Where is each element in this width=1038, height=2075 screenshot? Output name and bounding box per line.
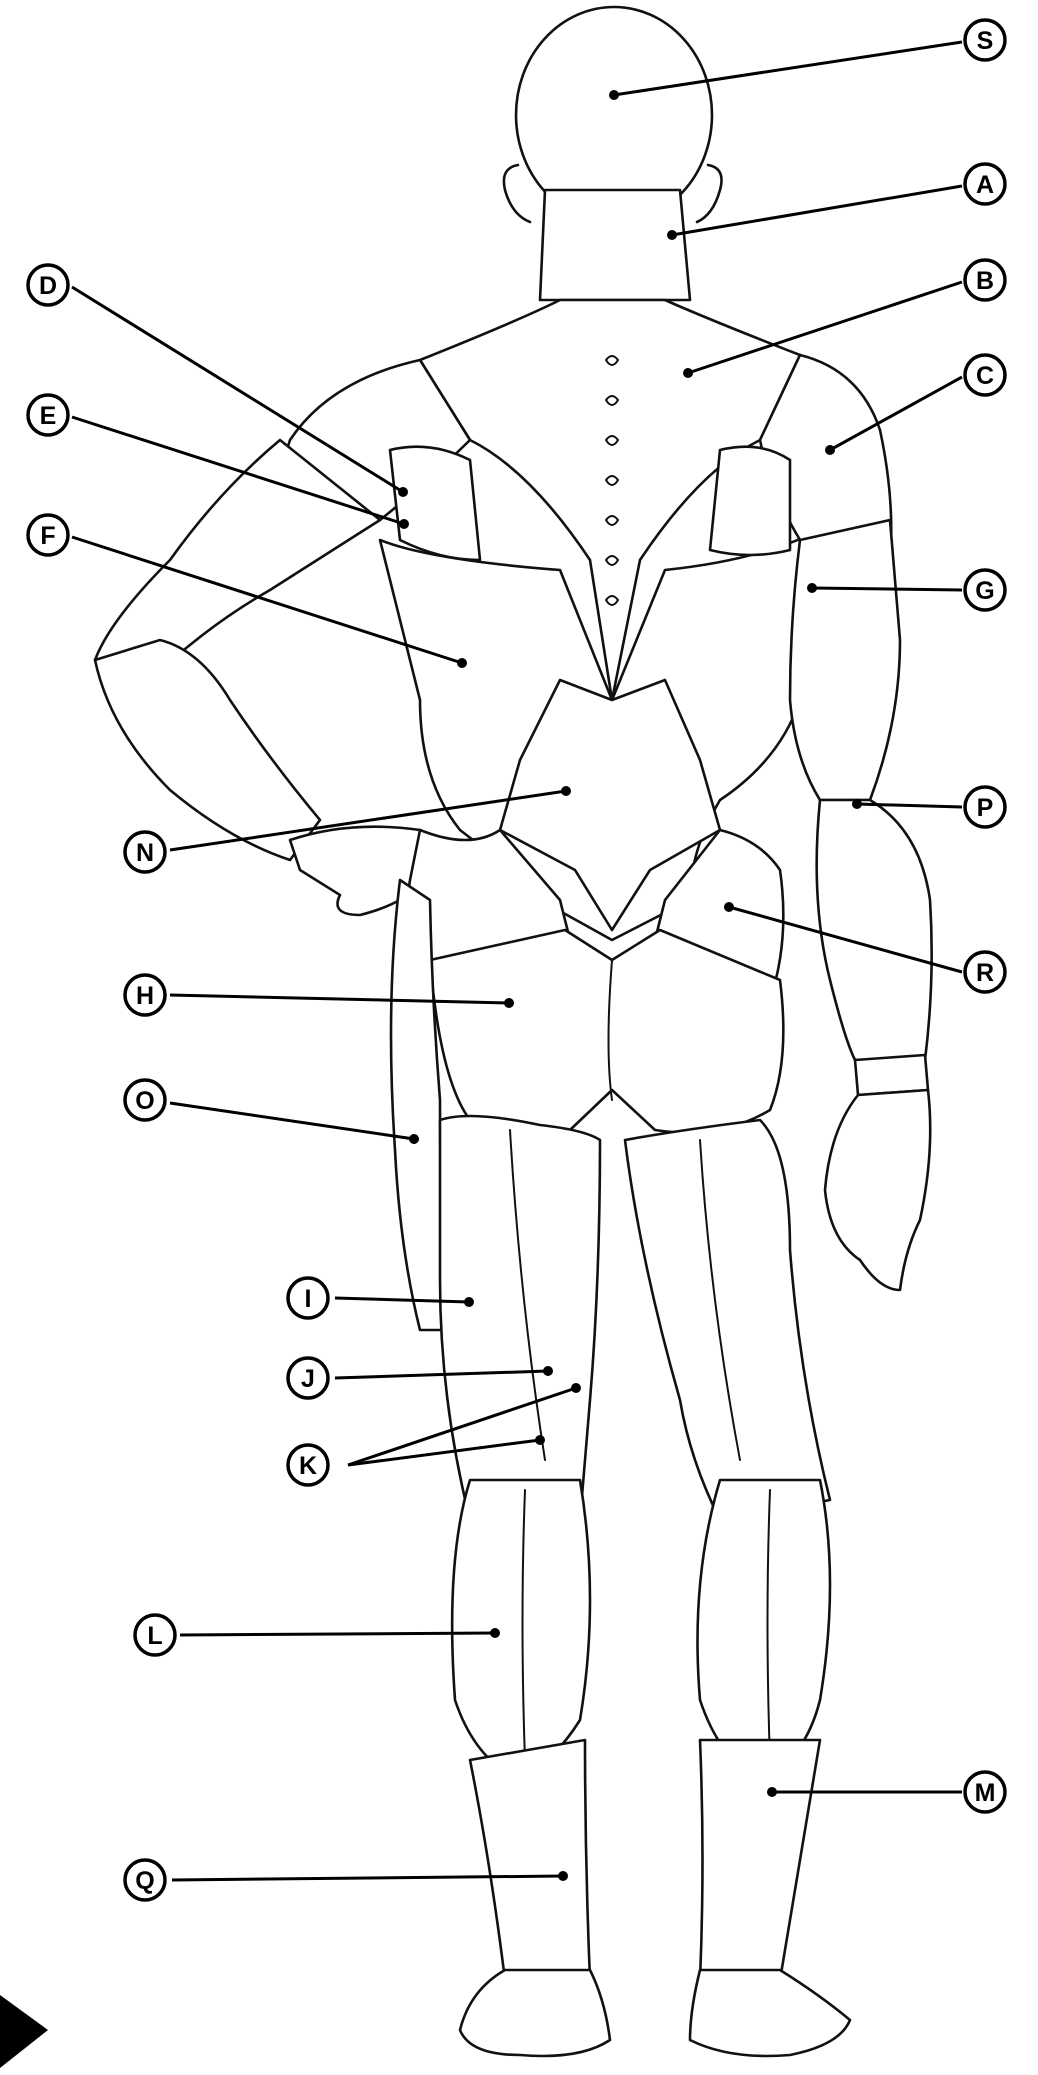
label-K: K [299, 1452, 317, 1480]
label-L: L [147, 1622, 162, 1650]
left-thigh [440, 1116, 600, 1520]
label-B: B [976, 267, 994, 295]
left-forearm [95, 640, 320, 860]
left-foot [460, 1970, 610, 2056]
label-badge-B: B [965, 260, 1005, 300]
label-E: E [40, 402, 57, 430]
label-badge-G: G [965, 570, 1005, 610]
label-badge-J: J [288, 1358, 328, 1398]
left-calf [452, 1480, 590, 1780]
label-badge-S: S [965, 20, 1005, 60]
label-M: M [975, 1779, 996, 1807]
label-badge-D: D [28, 265, 68, 305]
right-forearm [817, 800, 932, 1060]
right-thigh [625, 1120, 830, 1520]
infraspinatus-right [710, 447, 790, 555]
right-foot [690, 1970, 850, 2056]
label-badge-M: M [965, 1772, 1005, 1812]
label-badge-E: E [28, 395, 68, 435]
right-calf [698, 1480, 831, 1780]
left-ear [504, 165, 530, 222]
label-P: P [977, 794, 994, 822]
gluteus-maximus [430, 930, 783, 1133]
label-badge-F: F [28, 515, 68, 555]
label-badge-K: K [288, 1445, 328, 1485]
label-N: N [136, 839, 154, 867]
label-J: J [301, 1365, 315, 1393]
label-badge-R: R [965, 952, 1005, 992]
label-O: O [135, 1087, 154, 1115]
right-upper-arm [790, 520, 900, 800]
play-icon[interactable] [0, 1995, 48, 2068]
right-lower-leg [700, 1740, 820, 1980]
label-badge-Q: Q [125, 1860, 165, 1900]
label-badge-C: C [965, 355, 1005, 395]
label-S: S [977, 27, 994, 55]
right-ear [697, 165, 722, 222]
label-H: H [136, 982, 154, 1010]
right-wrist-band [855, 1055, 928, 1095]
label-I: I [305, 1285, 312, 1313]
left-lower-leg [470, 1740, 590, 1980]
label-badge-I: I [288, 1278, 328, 1318]
body-illustration [95, 7, 932, 2056]
label-F: F [40, 522, 55, 550]
label-badge-L: L [135, 1615, 175, 1655]
label-A: A [976, 171, 994, 199]
neck [540, 190, 690, 300]
right-hand [825, 1090, 930, 1290]
label-Q: Q [135, 1867, 154, 1895]
label-badge-A: A [965, 164, 1005, 204]
label-C: C [976, 362, 994, 390]
label-badge-H: H [125, 975, 165, 1015]
label-R: R [976, 959, 994, 987]
label-D: D [39, 272, 57, 300]
label-badge-O: O [125, 1080, 165, 1120]
label-badge-P: P [965, 787, 1005, 827]
label-badge-N: N [125, 832, 165, 872]
label-G: G [975, 577, 994, 605]
infraspinatus-left [390, 447, 480, 560]
